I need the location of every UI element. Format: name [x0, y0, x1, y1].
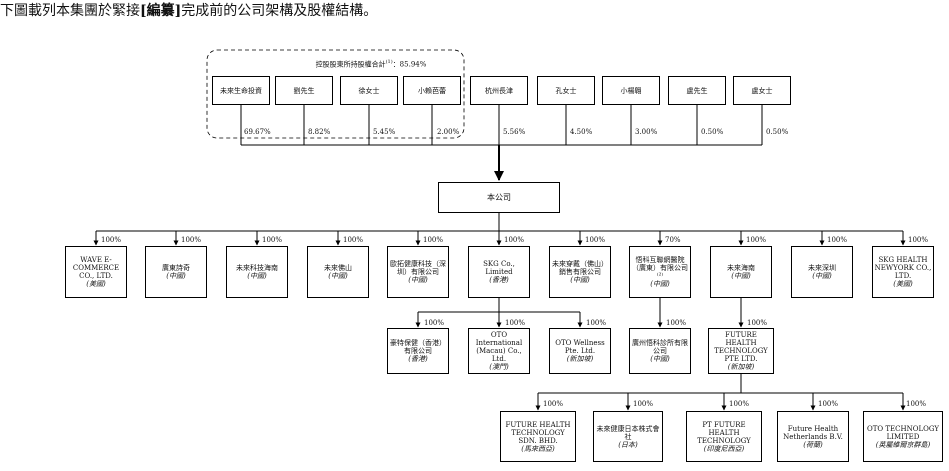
subsidiary-box: FUTURE HEALTH TECHNOLOGY PTE LTD.(新加坡)	[708, 328, 774, 374]
subsidiary-pct: 100%	[908, 236, 929, 244]
subsidiary-box: 未來健康日本株式會社(日本)	[593, 411, 663, 462]
subsidiary-box: 悟科互聯網醫院（廣東）有限公司⁽²⁾(中國)	[629, 246, 691, 298]
shareholding-pct: 8.82%	[308, 128, 331, 136]
company-box: 本公司	[438, 182, 560, 213]
subsidiary-pct: 100%	[262, 236, 283, 244]
subsidiary-box: 廣東詩奇(中國)	[145, 246, 207, 298]
intro-text: 下圖載列本集團於緊接[編纂]完成前的公司架構及股權結構。	[0, 3, 378, 19]
subsidiary-pct: 100%	[827, 236, 848, 244]
subsidiary-pct: 100%	[504, 236, 525, 244]
shareholding-pct: 2.00%	[437, 128, 460, 136]
shareholder-box: 未來生命投資	[212, 76, 270, 105]
subsidiary-box: OTO TECHNOLOGY LIMITED(英屬維爾京群島)	[863, 411, 943, 462]
subsidiary-pct: 100%	[586, 319, 607, 327]
subsidiary-box: PT FUTURE HEALTH TECHNOLOGY(印度尼西亞)	[686, 411, 762, 462]
shareholder-box: 小楊翺	[602, 76, 660, 105]
subsidiary-pct: 100%	[746, 236, 767, 244]
shareholder-box: 孔女士	[537, 76, 595, 105]
subsidiary-box: SKG Co., Limited(香港)	[468, 246, 530, 298]
shareholding-pct: 5.56%	[503, 128, 526, 136]
subsidiary-box: 歐拓健康科技（深圳）有限公司(中國)	[387, 246, 449, 298]
subsidiary-pct: 100%	[101, 236, 122, 244]
controlling-shareholders-caption: 控股股東所持股權合計(1)：85.94%	[315, 59, 427, 69]
shareholder-box: 盧先生	[668, 76, 726, 105]
subsidiary-box: 未來海南(中國)	[710, 246, 772, 298]
subsidiary-box: 未來佛山(中國)	[307, 246, 369, 298]
subsidiary-pct: 70%	[665, 236, 681, 244]
subsidiary-box: 豪特保健（香港）有限公司(香港)	[387, 328, 449, 374]
subsidiary-pct: 100%	[543, 400, 564, 408]
subsidiary-box: 廣州悟科診所有限公司(中國)	[629, 328, 691, 374]
subsidiary-pct: 100%	[633, 400, 654, 408]
subsidiary-box: 未來穿戴（佛山）銷售有限公司(中國)	[549, 246, 611, 298]
subsidiary-pct: 100%	[666, 319, 687, 327]
subsidiary-pct: 100%	[424, 319, 445, 327]
subsidiary-pct: 100%	[729, 400, 750, 408]
subsidiary-box: SKG HEALTH NEWYORK CO., LTD.(美國)	[872, 246, 934, 298]
subsidiary-pct: 100%	[585, 236, 606, 244]
subsidiary-box: 未來科技海南(中國)	[226, 246, 288, 298]
shareholder-box: 盧女士	[733, 76, 791, 105]
subsidiary-pct: 100%	[423, 236, 444, 244]
subsidiary-box: OTO International (Macau) Co., Ltd.(澳門)	[468, 328, 530, 374]
shareholder-box: 小賴芭蕾	[403, 76, 461, 105]
subsidiary-pct: 100%	[181, 236, 202, 244]
subsidiary-pct: 100%	[906, 400, 927, 408]
subsidiary-pct: 100%	[747, 319, 768, 327]
shareholder-box: 杭州長津	[470, 76, 528, 105]
shareholding-pct: 5.45%	[373, 128, 396, 136]
shareholding-pct: 69.67%	[244, 128, 271, 136]
subsidiary-box: OTO Wellness Pte. Ltd.(新加坡)	[549, 328, 611, 374]
shareholding-pct: 0.50%	[701, 128, 724, 136]
subsidiary-pct: 100%	[505, 319, 526, 327]
subsidiary-box: Future Health Netherlands B.V.(荷蘭)	[777, 411, 849, 462]
subsidiary-box: 未來深圳(中國)	[791, 246, 853, 298]
subsidiary-pct: 100%	[818, 400, 839, 408]
shareholding-pct: 4.50%	[570, 128, 593, 136]
subsidiary-box: FUTURE HEALTH TECHNOLOGY SDN. BHD.(馬來西亞)	[500, 411, 576, 462]
shareholding-pct: 0.50%	[766, 128, 789, 136]
shareholder-box: 徐女士	[340, 76, 398, 105]
shareholding-pct: 3.00%	[635, 128, 658, 136]
subsidiary-box: WAVE E-COMMERCE CO., LTD.(美國)	[65, 246, 127, 298]
shareholder-box: 劉先生	[275, 76, 333, 105]
subsidiary-pct: 100%	[343, 236, 364, 244]
